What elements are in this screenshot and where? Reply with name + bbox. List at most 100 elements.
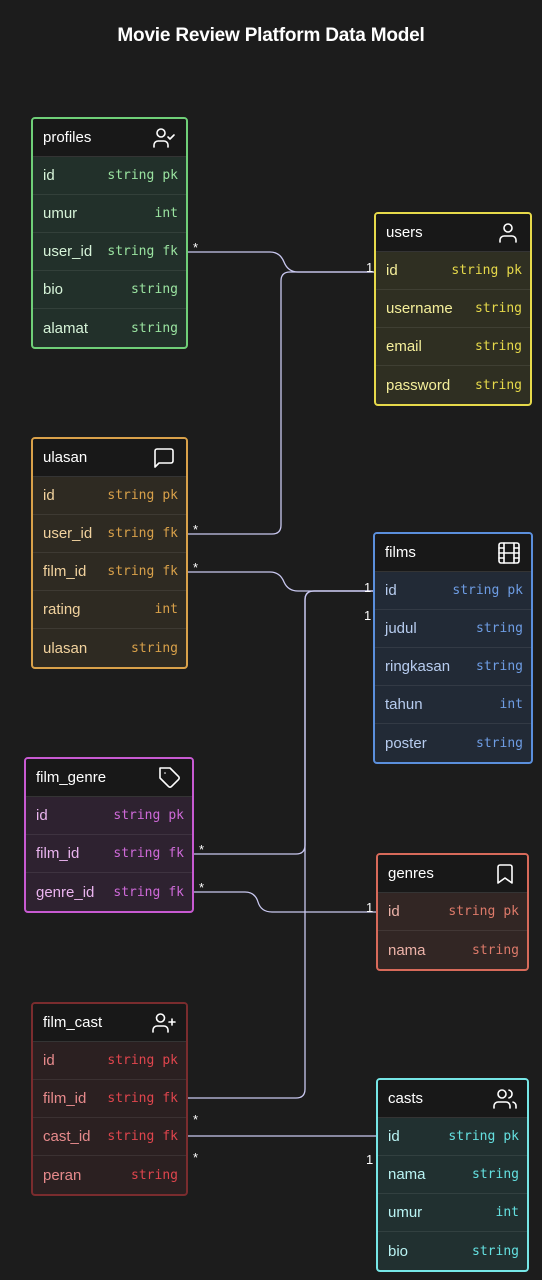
entity-header: genres (378, 855, 527, 893)
cardinality-one: 1 (364, 608, 372, 623)
field-name: user_id (43, 243, 93, 260)
field-type: string (448, 904, 496, 919)
field-name: cast_id (43, 1128, 91, 1145)
field-type: string (107, 488, 155, 503)
field-key-badge: fk (162, 526, 178, 541)
cardinality-one: 1 (366, 900, 374, 915)
field-type: string (476, 735, 523, 751)
field-name: genre_id (36, 883, 95, 901)
field-type: string (472, 1167, 519, 1182)
cardinality-many: * (193, 560, 199, 575)
relationship-line (185, 271, 376, 535)
field-name: id (388, 1128, 400, 1145)
field-name: ringkasan (385, 658, 451, 675)
field-type: string (131, 282, 178, 297)
field-row[interactable]: rating int (33, 591, 186, 629)
field-row[interactable]: film_id string fk (33, 1080, 186, 1118)
cardinality-many: * (193, 522, 199, 537)
field-type: string (107, 564, 155, 579)
field-name: tahun (385, 696, 423, 713)
field-type: string (452, 583, 500, 598)
field-name: rating (43, 601, 81, 618)
entity-header: films (375, 534, 531, 572)
field-key-badge: fk (162, 1091, 178, 1106)
field-type: string (472, 942, 519, 958)
field-key-badge: pk (162, 1053, 178, 1068)
field-name: umur (388, 1204, 423, 1221)
cardinality-one: 1 (364, 580, 372, 595)
field-type: string (107, 1053, 155, 1068)
tag-icon (157, 765, 183, 791)
relationship-line (190, 590, 376, 855)
cardinality-many: * (193, 1112, 199, 1127)
entity-header: film_cast (33, 1004, 186, 1042)
field-type: string (113, 808, 161, 823)
entity-name: ulasan (43, 449, 88, 466)
cardinality-one: 1 (366, 1152, 374, 1167)
field-type: string (107, 244, 155, 259)
field-type: string (113, 846, 161, 861)
field-name: ulasan (43, 639, 88, 657)
field-key-badge: fk (162, 244, 178, 259)
field-key-badge: pk (162, 488, 178, 503)
field-name: id (36, 807, 48, 824)
field-type: int (154, 206, 178, 221)
field-name: password (386, 376, 451, 394)
field-type: string (107, 1129, 155, 1144)
entity-name: profiles (43, 129, 92, 146)
field-key-badge: fk (168, 846, 184, 861)
field-row[interactable]: nama string (378, 931, 527, 969)
field-name: film_id (43, 1090, 87, 1107)
field-name: nama (388, 941, 426, 959)
film-icon (496, 540, 522, 566)
entity-name: film_cast (43, 1014, 103, 1031)
field-key-badge: pk (503, 1129, 519, 1144)
entity-header: profiles (33, 119, 186, 157)
field-type: string (475, 339, 522, 354)
field-key-badge: pk (507, 583, 523, 598)
field-name: id (386, 262, 398, 279)
field-type: int (154, 602, 178, 617)
relationship-line (185, 571, 376, 592)
field-row[interactable]: user_id string fk (33, 233, 186, 271)
field-type: string (107, 1091, 155, 1106)
users-icon (492, 1086, 518, 1112)
